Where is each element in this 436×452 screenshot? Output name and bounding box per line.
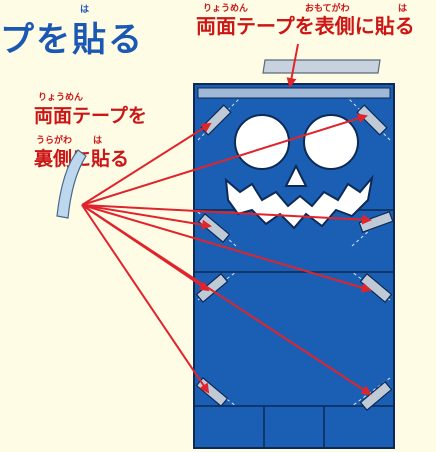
arrow-to-mr2	[81, 204, 372, 293]
ruby-ryoumen-left: りょうめん	[38, 93, 84, 103]
tape-mid-right-2	[359, 273, 393, 303]
arrow-to-bl	[81, 204, 210, 394]
tape-strip-top	[262, 59, 381, 74]
tape-bottom-right	[359, 381, 393, 411]
arrow-to-tr	[81, 113, 368, 206]
arrow-to-ml1	[81, 204, 212, 230]
tape-strip-left	[56, 149, 87, 219]
ruby-ryoumen-top: りょうめん	[203, 4, 249, 14]
title-ruby-ha: は	[80, 5, 90, 15]
mouth	[224, 174, 374, 230]
ruby-ha-left: は	[93, 136, 103, 146]
arrow-to-br	[81, 204, 372, 396]
arrow-to-mr1	[81, 204, 372, 225]
bag-top-band	[197, 87, 391, 99]
main-title-fragment: プを貼る	[0, 20, 144, 60]
tape-mid-right-1	[358, 211, 394, 233]
tape-corner-top-right	[356, 104, 388, 136]
front-side-label: 両面テープを表側に貼る	[196, 14, 415, 38]
ruby-omotegawa: おもてがわ	[305, 4, 350, 14]
nose	[284, 163, 308, 187]
ruby-ha-top: は	[398, 4, 408, 14]
arrow-top	[286, 43, 299, 88]
ruby-uragawa: うらがわ	[36, 136, 73, 146]
back-side-label-line1: 両面テープを	[34, 105, 147, 127]
right-eye	[303, 114, 359, 170]
left-eye	[234, 114, 290, 170]
arrow-to-tl	[81, 122, 212, 206]
